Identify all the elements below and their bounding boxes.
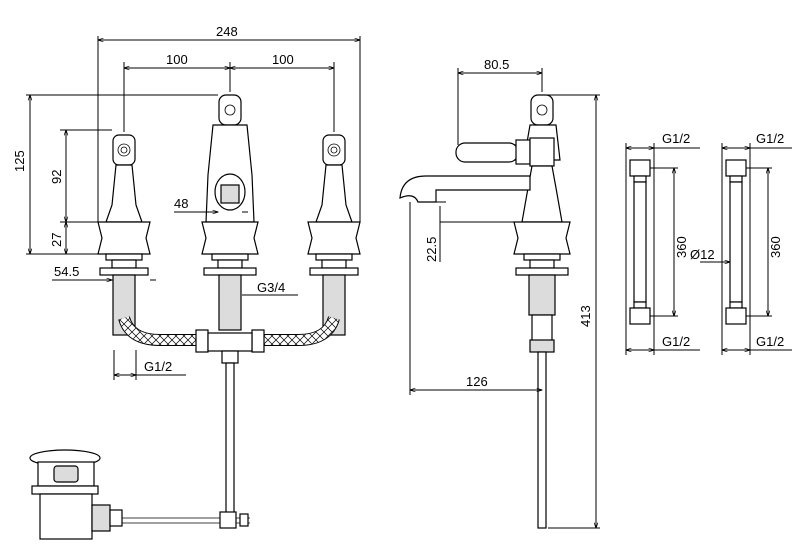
center-spout — [201, 94, 259, 331]
dim-handle-offset: 80.5 — [484, 57, 509, 72]
hose-b-bottom-thread: G1/2 — [756, 334, 784, 349]
dim-inlet-thread: G1/2 — [144, 359, 172, 374]
dim-spout-offset: 22.5 — [424, 237, 439, 262]
side-tap-body — [399, 94, 571, 529]
front-dimensions — [26, 36, 360, 380]
braided-connectors — [118, 315, 340, 364]
dim-height-handle: 92 — [49, 170, 64, 184]
hose-diameter: Ø12 — [690, 247, 715, 262]
hose-b — [700, 143, 792, 355]
hose-b-length: 360 — [768, 236, 783, 258]
side-view: 80.5 22.5 126 413 — [399, 57, 600, 529]
side-dimensions — [410, 68, 600, 528]
hose-a-top-thread: G1/2 — [662, 131, 690, 146]
dim-overall-width: 248 — [216, 24, 238, 39]
hose-b-top-thread: G1/2 — [756, 131, 784, 146]
dim-spout-reach: 126 — [466, 374, 488, 389]
dim-center-right: 100 — [272, 52, 294, 67]
dim-base-height: 27 — [49, 233, 64, 247]
hose-a — [626, 143, 700, 355]
front-view: 248 100 100 125 92 27 54.5 48 G3/4 G1/2 — [12, 24, 361, 540]
pop-up-waste — [29, 362, 250, 540]
dim-overall-height: 413 — [578, 305, 593, 327]
dim-flange-width: 54.5 — [54, 264, 79, 279]
dim-outlet-thread: G3/4 — [257, 280, 285, 295]
dim-center-left: 100 — [166, 52, 188, 67]
hose-a-length: 360 — [674, 236, 689, 258]
right-handle-tap — [307, 134, 361, 336]
dim-height-total: 125 — [12, 150, 27, 172]
left-handle-tap — [97, 134, 151, 336]
hose-a-bottom-thread: G1/2 — [662, 334, 690, 349]
dim-spout-clearance: 48 — [174, 196, 188, 211]
